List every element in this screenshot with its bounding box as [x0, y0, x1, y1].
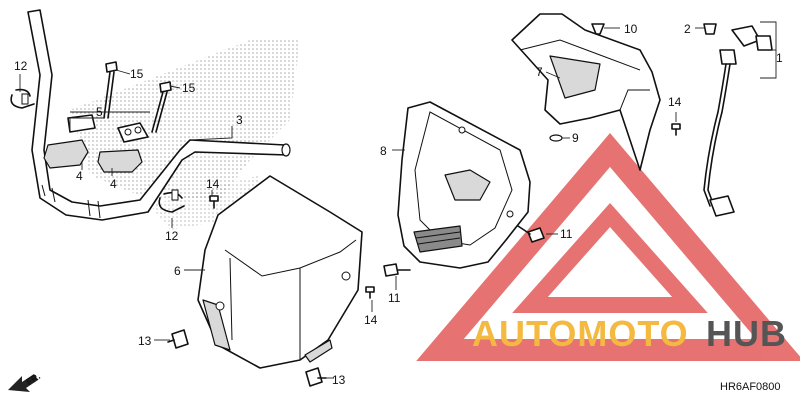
callout-13b: 13	[332, 373, 346, 387]
wire-harness-parts	[703, 23, 773, 217]
callout-13a: 13	[138, 334, 152, 348]
callout-4a: 4	[76, 169, 83, 183]
inner-case-8-part	[397, 101, 531, 269]
callout-5: 5	[96, 105, 103, 119]
callout-8: 8	[380, 144, 387, 158]
callout-15b: 15	[182, 81, 196, 95]
callout-3: 3	[236, 113, 243, 127]
callout-1: 1	[776, 51, 783, 65]
dotted-shade-panel	[70, 40, 300, 200]
callout-11a: 11	[560, 227, 573, 241]
callout-2: 2	[684, 22, 691, 36]
callout-10: 10	[624, 22, 638, 36]
callout-14a: 14	[206, 177, 220, 191]
callout-15a: 15	[130, 67, 144, 81]
watermark-brand-part1: AUTOMOTO	[472, 313, 689, 354]
watermark-brand-part2: HUB	[706, 313, 787, 354]
front-cover-part	[197, 175, 363, 369]
callout-labels: 1 2 3 4 4 5 6 7 8 9 10 11 11 12 12 13 13…	[14, 22, 783, 387]
callout-11b: 11	[388, 291, 401, 305]
handlebar-part	[27, 9, 291, 221]
callout-4b: 4	[110, 177, 117, 191]
bolt-11-parts	[383, 225, 545, 277]
front-indicator-label: FR.	[24, 371, 42, 387]
callout-6: 6	[174, 264, 181, 278]
handlebar-holder-parts	[43, 114, 149, 173]
screw-14-parts	[209, 123, 681, 299]
watermark-brand-text: AUTOMOTO HUB	[472, 313, 787, 354]
callout-14b: 14	[364, 313, 378, 327]
callout-7: 7	[536, 65, 543, 79]
diagram-code: HR6AF0800	[720, 381, 781, 393]
watermark-logo-icon	[416, 133, 800, 361]
callout-12a: 12	[14, 59, 28, 73]
callout-12b: 12	[165, 229, 179, 243]
upper-cover-7-part	[511, 13, 661, 171]
leader-lines	[19, 21, 777, 379]
clip-13-parts	[167, 329, 327, 387]
front-direction-arrow-icon	[8, 374, 38, 392]
callout-14c: 14	[668, 95, 682, 109]
clip-band-12-parts	[10, 88, 185, 213]
callout-9: 9	[572, 131, 579, 145]
